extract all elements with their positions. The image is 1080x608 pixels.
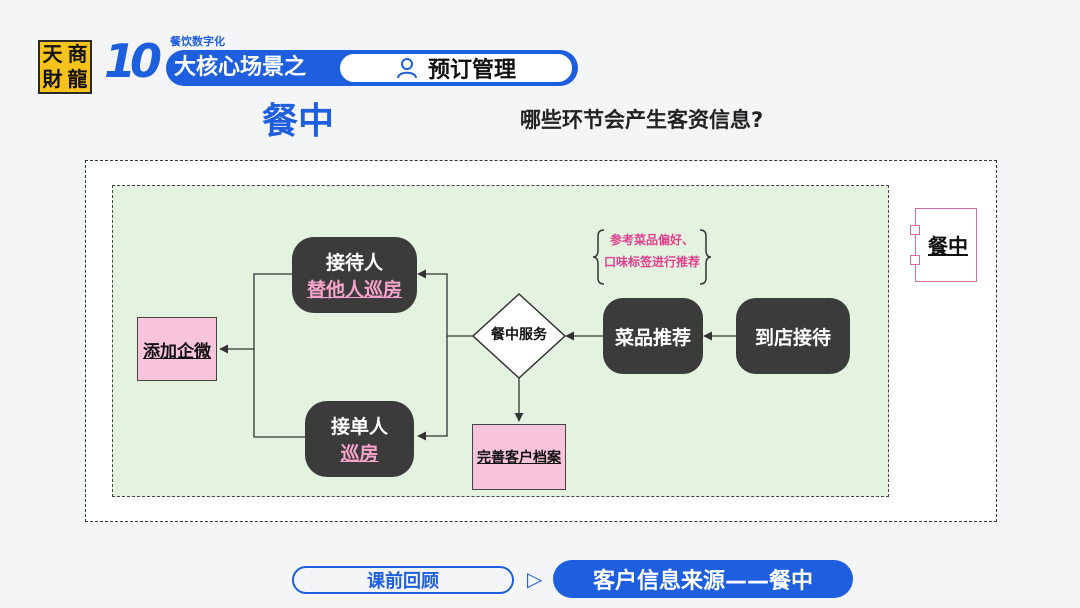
note-line-2: 口味标签进行推荐 — [603, 255, 700, 269]
line-receptionist-to-merge — [253, 273, 292, 349]
logo-char-3: 財 — [42, 67, 63, 91]
header-banner-text: 大核心场景之 — [174, 55, 307, 80]
arrow-service-to-receptionist — [417, 269, 474, 337]
side-label-tab-bottom — [910, 255, 920, 265]
node-add-wecom: 添加企微 — [137, 317, 217, 381]
service-label: 餐中服务 — [491, 327, 547, 343]
node-receptionist: 接待人 替他人巡房 — [292, 237, 417, 313]
recommend-note: 参考菜品偏好、 口味标签进行推荐 — [598, 229, 706, 285]
header-number: 10 — [104, 34, 162, 88]
footer-current-section[interactable]: 客户信息来源——餐中 — [553, 560, 853, 598]
scene-title: 预订管理 — [427, 58, 516, 83]
footer-review-button[interactable]: 课前回顾 — [292, 566, 514, 594]
node-recommend: 菜品推荐 — [603, 298, 703, 374]
note-right-brace — [699, 229, 712, 285]
scene-title-pill: 预订管理 — [338, 52, 574, 84]
order-taker-sub: 巡房 — [340, 443, 379, 465]
node-order-taker: 接单人 巡房 — [305, 401, 414, 477]
side-label-tab-top — [910, 225, 920, 235]
order-taker-title: 接单人 — [330, 416, 388, 438]
service-decision-diamond — [471, 292, 567, 380]
stage-side-label — [915, 208, 977, 282]
side-label-text: 餐中 — [928, 234, 968, 258]
logo-char-4: 龍 — [67, 67, 88, 91]
receptionist-title: 接待人 — [325, 252, 383, 274]
brand-logo: 天 商 財 龍 — [38, 40, 92, 94]
stage-title: 餐中 — [262, 101, 335, 142]
line-order-taker-to-merge — [253, 349, 305, 438]
arrow-service-to-order-taker — [417, 336, 448, 441]
note-left-brace — [592, 229, 605, 285]
node-arrival: 到店接待 — [736, 298, 850, 374]
note-line-1: 参考菜品偏好、 — [609, 233, 694, 247]
question-text: 哪些环节会产生客资信息? — [520, 108, 764, 132]
footer-play-icon: ▷ — [527, 567, 543, 591]
node-complete-profile: 完善客户档案 — [472, 424, 566, 490]
header-small-label: 餐饮数字化 — [170, 35, 225, 48]
receptionist-sub: 替他人巡房 — [306, 279, 402, 301]
user-icon — [396, 58, 417, 79]
logo-char-2: 商 — [67, 42, 88, 66]
logo-char-1: 天 — [42, 42, 63, 66]
